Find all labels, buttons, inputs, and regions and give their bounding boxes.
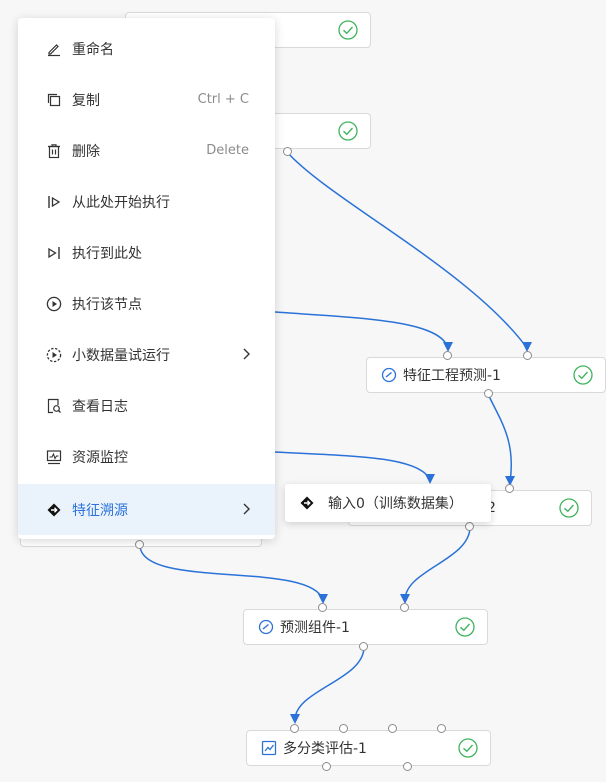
input-port[interactable]	[437, 724, 446, 733]
menu-item-resource-monitor[interactable]: 资源监控	[18, 431, 275, 482]
success-check-icon	[458, 738, 478, 758]
submenu-item-input-0[interactable]: 输入0（训练数据集）	[285, 484, 491, 522]
copy-icon	[47, 93, 61, 106]
chart-icon	[261, 740, 277, 756]
node-label: 特征工程预测-1	[403, 368, 501, 384]
input-port[interactable]	[400, 603, 409, 612]
feature-trace-submenu: 输入0（训练数据集）	[285, 484, 491, 522]
node-label: 2	[487, 500, 496, 516]
edge-arrow	[443, 342, 453, 352]
menu-item-feature-trace[interactable]: 特征溯源	[18, 484, 275, 535]
input-port[interactable]	[339, 724, 348, 733]
menu-item-run-from-here[interactable]: 从此处开始执行	[18, 176, 275, 227]
run-node-icon	[46, 296, 62, 311]
trash-icon	[48, 143, 60, 158]
output-port[interactable]	[135, 540, 144, 549]
pencil-icon	[48, 43, 60, 56]
input-port[interactable]	[318, 603, 327, 612]
edge[interactable]	[274, 451, 431, 481]
success-check-icon	[573, 365, 593, 385]
node-multiclass-evaluation[interactable]: 多分类评估-1	[246, 730, 491, 766]
menu-item-rename[interactable]: 重命名	[18, 23, 275, 74]
edge-arrow	[425, 474, 435, 484]
view-log-icon	[47, 398, 61, 413]
output-port[interactable]	[322, 762, 331, 771]
menu-item-run-to-here[interactable]: 执行到此处	[18, 227, 275, 278]
diamond-arrow-icon	[300, 496, 314, 510]
success-check-icon	[559, 498, 579, 518]
edge-arrow	[522, 342, 532, 352]
menu-item-trial-run[interactable]: 小数据量试运行	[18, 329, 275, 380]
input-port[interactable]	[523, 351, 532, 360]
node-label: 预测组件-1	[280, 620, 350, 636]
node-feature-engineering-predict[interactable]: 特征工程预测-1	[366, 357, 606, 393]
input-port[interactable]	[505, 484, 514, 493]
menu-item-view-log[interactable]: 查看日志	[18, 380, 275, 431]
edge[interactable]	[487, 393, 512, 483]
run-to-here-icon	[48, 246, 60, 259]
input-port[interactable]	[443, 351, 452, 360]
edge[interactable]	[274, 311, 449, 349]
edge[interactable]	[294, 646, 365, 721]
output-port[interactable]	[484, 389, 493, 398]
output-port[interactable]	[465, 522, 474, 531]
edge-arrow	[400, 594, 410, 604]
gauge-icon	[381, 367, 397, 383]
chevron-right-icon	[243, 348, 250, 360]
trial-run-icon	[46, 347, 62, 362]
input-port[interactable]	[388, 724, 397, 733]
menu-item-copy[interactable]: 复制 Ctrl + C	[18, 74, 275, 125]
chevron-right-icon	[243, 503, 250, 515]
output-port[interactable]	[359, 642, 368, 651]
feature-trace-icon	[47, 503, 61, 516]
success-check-icon	[338, 121, 358, 141]
input-port[interactable]	[290, 724, 299, 733]
edge[interactable]	[404, 526, 471, 601]
run-from-here-icon	[48, 195, 61, 208]
gauge-icon	[258, 619, 274, 635]
success-check-icon	[455, 617, 475, 637]
shortcut-hint: Delete	[206, 143, 249, 158]
edge[interactable]	[139, 544, 324, 601]
edge-arrow	[290, 714, 300, 724]
shortcut-hint: Ctrl + C	[197, 92, 249, 107]
node-label: 多分类评估-1	[283, 741, 367, 757]
output-port[interactable]	[403, 762, 412, 771]
edge[interactable]	[286, 151, 528, 349]
menu-item-run-node[interactable]: 执行该节点	[18, 278, 275, 329]
output-port[interactable]	[283, 147, 292, 156]
edge-arrow	[505, 476, 515, 486]
node-predict-component[interactable]: 预测组件-1	[243, 609, 488, 645]
node-context-menu: 重命名 复制 Ctrl + C 删除 Delete 从此处开始执行 执行到此处 …	[18, 18, 275, 539]
menu-item-delete[interactable]: 删除 Delete	[18, 125, 275, 176]
resource-monitor-icon	[46, 449, 62, 464]
edge-arrow	[318, 594, 328, 604]
success-check-icon	[338, 20, 358, 40]
